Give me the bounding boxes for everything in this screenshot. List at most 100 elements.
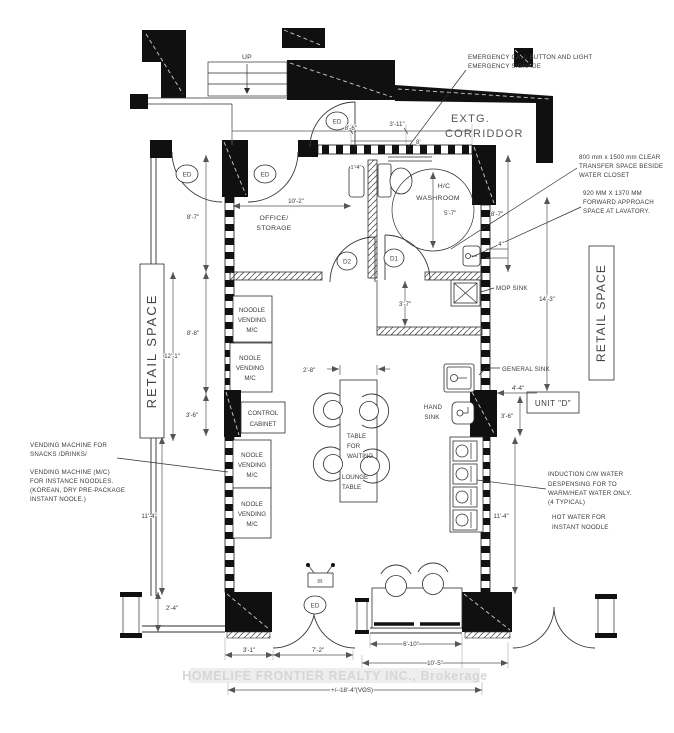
washroom-wall-west [367,159,378,279]
induction-annotation: INDUCTION C/W WATER DESPENSING FOR TO WA… [476,471,632,506]
dim-bot-6-10: 6'-10" [403,641,419,648]
svg-text:ED: ED [333,119,342,126]
toilet [377,163,413,198]
hand-sink-label-2: SINK [424,414,440,421]
svg-text:NOOLE: NOOLE [241,501,263,508]
brokerage-watermark: HOMELIFE FRONTIER REALTY INC., Brokerage [182,668,488,683]
washroom-wall-south [424,271,483,281]
entry-sill-right [464,631,511,639]
exit-door-tag-2: ED [253,164,277,184]
mullion-center [355,598,369,634]
svg-text:SNACKS /DRINKS/: SNACKS /DRINKS/ [30,451,87,458]
dim-top-8-6: 8'-6" [345,125,357,132]
mop-alcove-wall [376,326,483,336]
dim-right-14-3: 14'-3" [539,296,555,303]
svg-text:RETAIL SPACE: RETAIL SPACE [144,294,159,409]
svg-text:CABINET: CABINET [250,421,277,428]
demising-wall-top [317,144,473,155]
noodle-vending-machine-1: NOODLE VENDING M/C [232,295,273,343]
dim-office-10-2: 10'-2" [288,198,304,205]
svg-text:WAITING: WAITING [347,453,373,460]
dim-bot-7-2: 7'-2" [312,647,324,654]
svg-text:M/C: M/C [244,375,256,382]
stair-area: UP [130,28,395,145]
exit-door-tag-1: ED [175,164,199,184]
door-tags: ED ED ED ED D2 D1 [175,111,405,615]
noodle-vending-machine-4: NOOLE VENDING M/C [232,487,272,539]
svg-text:ED: ED [183,172,192,179]
general-sink-fixture [443,363,475,393]
washroom-fixtures [348,163,481,307]
door-tag-d1: D1 [383,248,405,268]
svg-text:HOMELIFE FRONTIER REALTY INC.,: HOMELIFE FRONTIER REALTY INC., Brokerage [182,669,488,683]
noodle-vending-annotation: VENDING MACHINE (M/C) FOR INSTANCE NOODL… [30,457,229,503]
office-cabinet [348,165,365,198]
office-wall-south [229,271,323,281]
mop-sink-fixture [450,279,481,307]
svg-text:ED: ED [311,603,320,610]
noodle-vending-machine-2: NOOLE VENDING M/C [229,342,273,393]
dim-left-12-1: 12'-1" [164,353,180,360]
dim-top-8: 8' [416,139,421,146]
svg-text:NOOLE: NOOLE [241,452,263,459]
noodle-vending-machine-3: NOOLE VENDING M/C [232,439,272,489]
svg-text:EMERGENCY CALL BUTTON AND LIGH: EMERGENCY CALL BUTTON AND LIGHT [468,54,592,61]
svg-text:HOT WATER FOR: HOT WATER FOR [552,514,606,521]
turning-circle [391,168,475,252]
dim-washroom-circle: 5'-7" [444,210,456,217]
svg-text:NOODLE: NOODLE [239,307,265,314]
washroom-label-2: WASHROOM [416,195,460,202]
svg-text:VENDING: VENDING [238,462,266,469]
svg-text:INSTANT NOODLE: INSTANT NOODLE [552,524,609,531]
corridor-label-2: CORRIDDOR [445,128,524,140]
svg-text:M/C: M/C [246,521,258,528]
equipment: NOODLE VENDING M/C NOOLE VENDING M/C CON… [224,295,484,629]
tv-symbol: m [306,563,335,588]
svg-text:D1: D1 [390,256,399,263]
svg-text:FORWARD APPROACH: FORWARD APPROACH [583,199,654,206]
dim-left-11-4: 11'-4" [141,513,156,520]
general-sink-label: GENERAL SINK [502,366,551,373]
dim-left-3-6: 3'-6" [186,412,198,419]
induction-unit-1 [452,440,478,462]
mop-sink-label: MOP SINK [496,285,528,292]
dim-washroom-alcove: 3'-7" [399,301,411,308]
office-label-1: OFFICE/ [260,215,289,222]
dim-right-3-6: 3'-6" [501,413,513,420]
dim-bot-overall: +/- 18'-4"(VOS) [331,687,373,694]
window-bench-table [371,562,463,629]
retail-space-left: RETAIL SPACE [139,263,165,439]
svg-text:FOR: FOR [347,443,361,450]
snack-vending-annotation: VENDING MACHINE FOR SNACKS /DRINKS/ [30,442,107,458]
retail-space-right: RETAIL SPACE [588,245,615,381]
induction-unit-2 [452,463,478,485]
dim-left-8-7: 8'-7" [187,214,199,221]
svg-text:ED: ED [261,172,270,179]
svg-text:EMERGENCY SIGNAGE: EMERGENCY SIGNAGE [468,63,541,70]
transfer-space-annotation: 800 mm x 1500 mm CLEAR TRANSFER SPACE BE… [450,154,663,250]
svg-text:m: m [317,578,322,585]
hand-sink-label-1: HAND [424,404,443,411]
dim-right-11-4: 11'-4" [493,513,508,520]
svg-text:(KOREAN, DRY PRE-PACKAGE: (KOREAN, DRY PRE-PACKAGE [30,487,125,494]
svg-text:VENDING: VENDING [238,317,266,324]
svg-text:VENDING MACHINE FOR: VENDING MACHINE FOR [30,442,107,449]
exit-door-tag-4: ED [303,595,327,615]
svg-text:WATER CLOSET: WATER CLOSET [579,172,630,179]
svg-text:RETAIL SPACE: RETAIL SPACE [594,264,608,362]
svg-text:INSTANT NOOLE.): INSTANT NOOLE.) [30,496,86,503]
corridor-walls [395,48,553,163]
svg-text:FOR INSTANCE NOODLES.: FOR INSTANCE NOODLES. [30,478,114,485]
svg-text:M/C: M/C [246,472,258,479]
svg-text:WARM/HEAT WATER ONLY.: WARM/HEAT WATER ONLY. [548,490,632,497]
dim-right-8-7: 8'-7" [491,211,503,218]
induction-unit-4 [452,509,478,531]
svg-text:M/C: M/C [246,327,258,334]
svg-text:SPACE AT LAVATORY.: SPACE AT LAVATORY. [583,208,650,215]
svg-text:TABLE: TABLE [342,484,361,491]
induction-counter [449,436,484,533]
dim-left-2-4: 2'-4" [166,605,178,612]
dim-bot-10-5: 10'-5" [427,660,443,667]
